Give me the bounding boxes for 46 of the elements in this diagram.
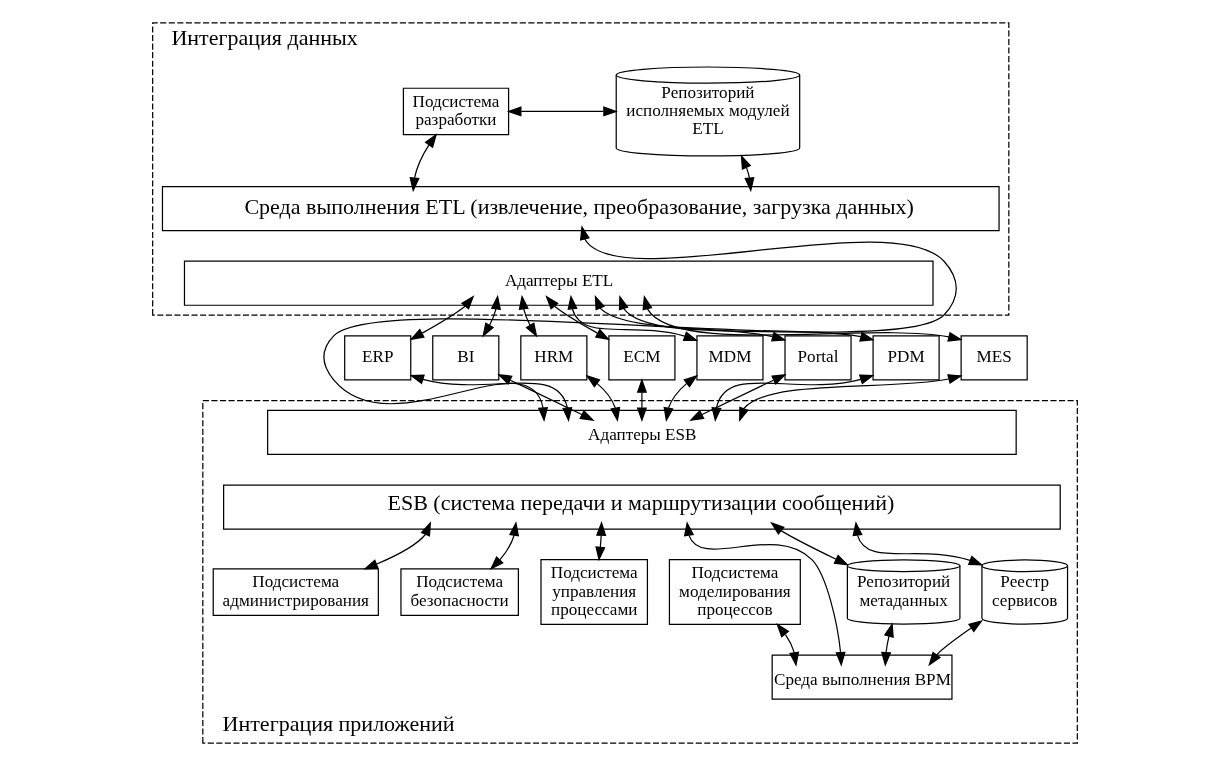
- arrow: [663, 374, 699, 423]
- arrow: [363, 521, 432, 570]
- arrow: [711, 374, 875, 423]
- arrow: [739, 374, 963, 422]
- arrow: [409, 374, 573, 423]
- node-box: HRM: [520, 335, 588, 381]
- arrow: [585, 374, 621, 423]
- node-box: MES: [960, 335, 1028, 381]
- arrow: [618, 294, 875, 342]
- node-box: Подсистема безопасности: [400, 568, 519, 616]
- arrow: [482, 294, 501, 338]
- arrow: [497, 373, 595, 422]
- arrow: [489, 521, 520, 570]
- arrow: [642, 294, 963, 342]
- node-box: Среда выполнения ETL (извлечение, преобразование, загрузка данных): [161, 186, 1000, 232]
- node-box: Среда выполнения BPM: [771, 654, 953, 700]
- arrow: [636, 378, 648, 423]
- node-box: Подсистема разработки: [402, 87, 510, 136]
- node-box: Адаптеры ETL: [183, 260, 934, 306]
- node-box: Подсистема моделирования процессов: [668, 559, 801, 626]
- node-box: Подсистема администрирования: [212, 568, 379, 616]
- node-box: PDM: [872, 335, 940, 381]
- node-box: BI: [432, 335, 500, 381]
- arrow: [595, 521, 607, 562]
- arrow: [594, 295, 787, 342]
- node-box: MDM: [696, 335, 764, 381]
- arrow: [518, 294, 538, 338]
- arrow: [770, 521, 849, 566]
- arrow: [852, 521, 984, 566]
- node-box: ESB (система передачи и маршрутизации сообщений): [223, 484, 1061, 530]
- node-box: Подсистема управления процессами: [540, 559, 648, 626]
- arrow: [409, 133, 438, 193]
- arrow: [323, 225, 957, 423]
- node-box: ECM: [608, 335, 676, 381]
- arrow: [689, 373, 787, 422]
- node-box: Portal: [784, 335, 852, 381]
- arrow: [683, 521, 846, 667]
- node-box: ERP: [344, 335, 412, 381]
- arrow: [409, 295, 475, 341]
- arrow: [567, 294, 699, 341]
- arrow: [881, 622, 894, 667]
- arrow: [928, 620, 984, 667]
- arrow: [776, 623, 800, 667]
- arrow: [740, 154, 755, 193]
- arrow: [545, 295, 611, 341]
- arrow: [506, 106, 618, 117]
